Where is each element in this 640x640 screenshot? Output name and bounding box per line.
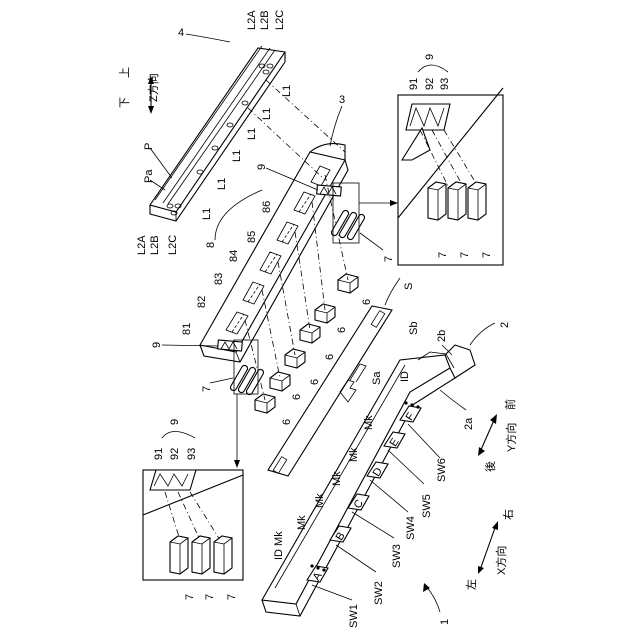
x-dir-label: X方向 [494,546,508,575]
label-P: P [143,143,155,150]
x-axis-indicator [478,521,498,574]
label-ID-Mk: ID Mk [273,531,285,560]
label-7-boxb-b: 7 [204,594,216,600]
label-2: 2 [499,322,511,328]
label-9-box-bottom: 9 [169,419,181,425]
label-7-boxb-a: 7 [184,594,196,600]
label-81: 81 [181,323,193,335]
label-6-b: 6 [291,394,303,400]
label-83: 83 [213,273,225,285]
light-guide-bar-4 [150,46,285,221]
label-4: 4 [178,27,184,39]
springs-7-left [229,364,264,395]
label-L2B: L2B [259,10,271,30]
label-L1-f: L1 [201,208,213,220]
label-Mk-2: Mk [314,493,326,508]
detail-box-bottom-left [143,470,243,580]
label-SW2: SW2 [373,581,385,605]
label-L2B-b: L2B [149,235,161,255]
label-Mk-4: Mk [348,447,360,462]
label-7-mid: 7 [383,256,395,262]
z-dir-label: Z方向 [146,73,160,102]
label-82: 82 [196,296,208,308]
housing-3 [200,144,348,362]
label-8: 8 [205,242,217,248]
label-2a: 2a [463,417,475,430]
label-6-d: 6 [324,354,336,360]
label-91-bottom: 91 [153,448,165,460]
label-Mk-5: Mk [363,415,375,430]
label-7-box-a: 7 [437,252,449,258]
springs-7-right [330,209,365,240]
label-SW1: SW1 [348,604,360,628]
label-L2A: L2A [246,10,258,30]
label-6-a: 6 [281,419,293,425]
label-L1-d: L1 [231,150,243,162]
x-left-label: 左 [465,579,478,590]
label-9-top: 9 [256,164,268,170]
label-L1-c: L1 [246,128,258,140]
label-91-top: 91 [408,78,420,90]
label-S: S [403,283,415,290]
label-6-f: 6 [361,299,373,305]
y-axis-indicator [478,414,497,456]
y-front-label: 前 [503,399,517,410]
label-SW5: SW5 [421,494,433,518]
y-back-label: 後 [483,461,497,472]
label-84: 84 [228,250,240,262]
label-L1-e: L1 [216,178,228,190]
label-6-e: 6 [336,327,348,333]
label-SW3: SW3 [391,544,403,568]
label-L2C-b: L2C [167,235,179,255]
label-L2A-b: L2A [136,235,148,255]
label-L2C: L2C [274,10,286,30]
label-SW6: SW6 [436,458,448,482]
led-cubes-6 [255,274,358,413]
label-92-top: 92 [424,78,436,90]
label-6-c: 6 [309,379,321,385]
label-9-left: 9 [151,342,163,348]
detail-box-top-right [398,88,503,265]
y-dir-label: Y方向 [504,423,518,452]
label-85: 85 [246,231,258,243]
label-Pa: Pa [143,169,155,183]
label-93-top: 93 [439,78,451,90]
label-L1-b: L1 [261,108,273,120]
label-Sb: Sb [408,322,420,335]
z-down-label: 下 [119,97,131,108]
label-86: 86 [261,201,273,213]
z-up-label: 上 [118,67,131,78]
label-2b: 2b [436,330,448,342]
label-Mk-1: Mk [296,515,308,530]
label-7-box-b: 7 [459,252,471,258]
label-SW4: SW4 [405,516,417,540]
label-Sa: Sa [371,371,383,385]
x-right-label: 右 [501,509,515,520]
label-7-box-c: 7 [481,252,493,258]
label-1: 1 [439,619,451,625]
label-92-bottom: 92 [169,448,181,460]
label-Mk-3: Mk [331,471,343,486]
label-7-left: 7 [201,386,213,392]
label-7-boxb-c: 7 [226,594,238,600]
label-ID: ID [399,371,411,382]
label-9-box-top: 9 [424,54,436,60]
label-3: 3 [339,94,345,106]
label-93-bottom: 93 [186,448,198,460]
